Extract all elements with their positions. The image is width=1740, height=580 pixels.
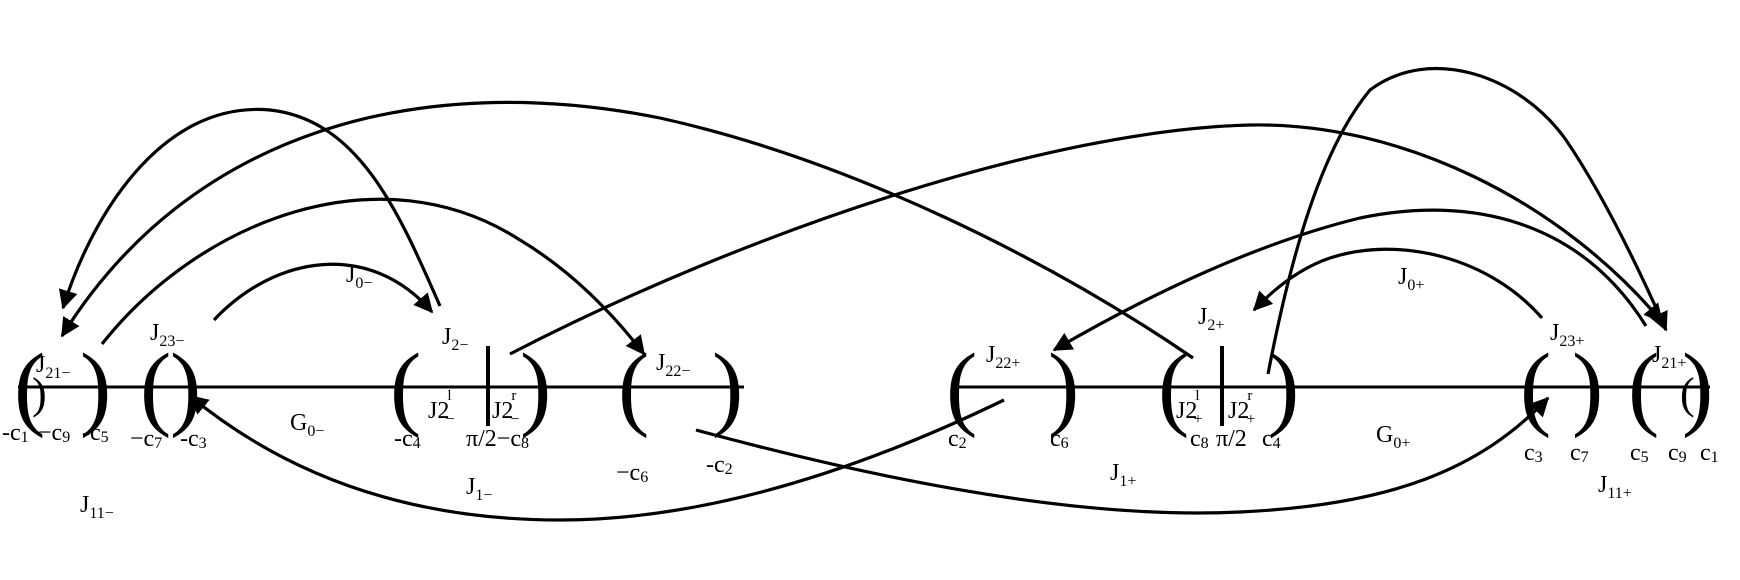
label-j1-minus: J1− — [466, 474, 492, 504]
label-j2r-minus: J2r− — [492, 388, 519, 428]
tick-minus-c9: −c9 — [38, 420, 70, 446]
label-j23-plus: J23+ — [1550, 320, 1584, 350]
bracket: ( — [390, 335, 421, 439]
tick-c2: c2 — [948, 426, 967, 452]
label-j23-minus: J23− — [150, 320, 184, 350]
tick-pi2-minus-c8: π/2−c8 — [466, 426, 529, 452]
bracket: ( — [618, 335, 649, 439]
bracket: ) — [520, 335, 551, 439]
interval-labels: J21− J23− J0− J2− J22− J2l− J2r− G0− J1−… — [36, 262, 1686, 522]
tick-minus-c5: -c5 — [82, 420, 109, 446]
label-j21-minus: J21− — [36, 352, 70, 382]
tick-minus-c2: -c2 — [706, 452, 733, 478]
label-j0-plus: J0+ — [1398, 264, 1424, 294]
label-j0-minus: J0− — [346, 262, 372, 292]
label-j11-plus: J11+ — [1598, 472, 1632, 502]
label-g0-minus: G0− — [290, 410, 324, 440]
tick-c4: c4 — [1262, 426, 1281, 452]
tick-minus-c4: -c4 — [394, 426, 421, 452]
bracket: ) — [712, 335, 743, 439]
tick-labels: -c1 −c9 -c5 −c7 -c3 -c4 π/2−c8 −c6 -c2 c… — [2, 420, 1719, 486]
bracket: ) — [32, 369, 47, 418]
tick-minus-c3: -c3 — [180, 426, 207, 452]
label-j22-minus: J22− — [656, 350, 690, 380]
label-j11-minus: J11− — [80, 492, 114, 522]
tick-c7: c7 — [1570, 440, 1589, 466]
bracket: ( — [1520, 335, 1551, 439]
label-j2l-plus: J2l+ — [1176, 388, 1203, 428]
label-g0-plus: G0+ — [1376, 422, 1410, 452]
arrows — [58, 66, 1668, 522]
arrow-j21m-to-j22m — [100, 197, 646, 356]
tick-minus-c1: -c1 — [2, 420, 29, 446]
tick-c3: c3 — [1524, 440, 1543, 466]
tick-minus-c6: −c6 — [616, 460, 648, 486]
arrow-j2m-to-j21m — [58, 107, 442, 310]
arrow-j22p-to-j23m — [188, 394, 1005, 522]
arrow-j2plus-to-j21m — [60, 100, 1194, 360]
bracket: ( — [1680, 369, 1695, 418]
arrow-j0m — [212, 262, 434, 322]
label-j2-minus: J2− — [442, 324, 468, 354]
bracket: ) — [80, 335, 111, 439]
arrow-j21p-to-j22p — [1052, 208, 1648, 352]
tick-minus-c7: −c7 — [130, 426, 162, 452]
bracket: ) — [1682, 335, 1713, 439]
bracket: ( — [140, 335, 171, 439]
tick-pi2: π/2 — [1216, 426, 1247, 452]
tick-c5: c5 — [1630, 440, 1649, 466]
tick-c6: c6 — [1050, 426, 1069, 452]
label-j22-plus: J22+ — [986, 342, 1020, 372]
tick-c1: c1 — [1700, 440, 1719, 466]
tick-c8: c8 — [1190, 426, 1209, 452]
label-j21-plus: J21+ — [1652, 342, 1686, 372]
tick-c9: c9 — [1668, 440, 1687, 466]
arrow-j2rm-to-j21p — [509, 123, 1664, 356]
bracket: ) — [1572, 335, 1603, 439]
arrow-j2p-to-j21p — [1266, 66, 1668, 375]
arrow-j0p — [1252, 247, 1544, 320]
label-j2r-plus: J2r+ — [1228, 388, 1255, 428]
arrow-j22m-to-j23p — [695, 396, 1550, 515]
label-j2l-minus: J2l− — [428, 388, 455, 428]
label-j2-plus: J2+ — [1198, 304, 1224, 334]
label-j1-plus: J1+ — [1110, 460, 1136, 490]
bracket: ( — [946, 335, 977, 439]
bracket: ) — [1048, 335, 1079, 439]
bracket: ( — [1628, 335, 1659, 439]
bracket: ( — [14, 335, 45, 439]
bracket: ) — [170, 335, 201, 439]
